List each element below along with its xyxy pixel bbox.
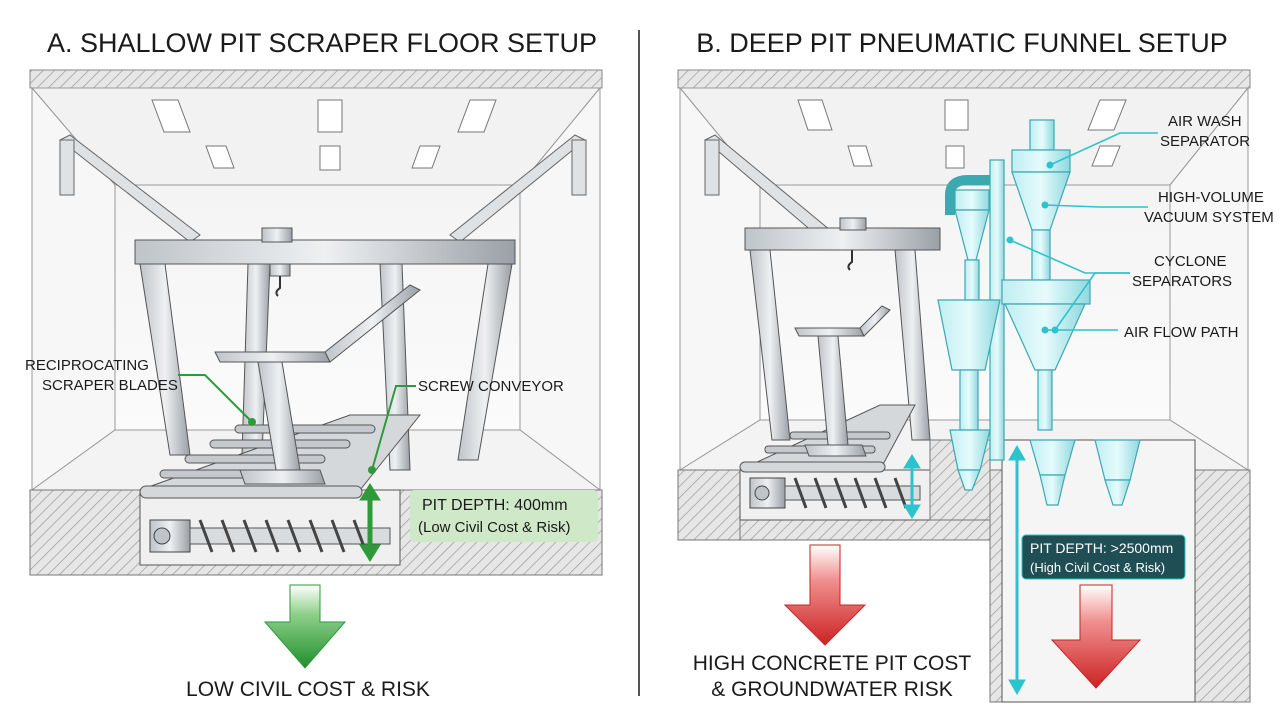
gantry-frame-b <box>744 217 941 441</box>
ceiling-lights-a <box>151 99 497 171</box>
panel-b-bottom-text-1: HIGH CONCRETE PIT COST <box>693 652 972 675</box>
panel-b-bottom-text-2: & GROUNDWATER RISK <box>711 678 953 701</box>
pit-depth-a: PIT DEPTH: 400mm <box>422 497 568 514</box>
leader-screw <box>371 385 416 471</box>
label-high-volume: HIGH-VOLUME <box>1158 189 1264 206</box>
low-cost-arrow <box>263 584 347 669</box>
label-cyclone: CYCLONE <box>1154 253 1227 270</box>
high-cost-arrow-left <box>783 544 867 646</box>
label-separators: SEPARATORS <box>1132 273 1232 290</box>
label-air-wash: AIR WASH <box>1168 113 1242 130</box>
panel-a-title: A. SHALLOW PIT SCRAPER FLOOR SETUP <box>47 28 597 58</box>
panel-a-bottom-text: LOW CIVIL COST & RISK <box>186 678 430 701</box>
screw-conveyor-a <box>149 519 391 553</box>
pit-depth-b: PIT DEPTH: >2500mm <box>1030 540 1173 556</box>
ceiling-b <box>677 69 1251 89</box>
label-scraper-blades: SCRAPER BLADES <box>42 377 178 394</box>
pit-note-a: (Low Civil Cost & Risk) <box>418 519 571 536</box>
pit-depth-arrow-a <box>359 483 381 562</box>
callouts-b <box>1009 132 1158 331</box>
deep-pit-wall-right <box>1194 469 1251 703</box>
gantry-rails-a <box>59 134 587 243</box>
leader-blades <box>178 374 253 423</box>
pit-depth-label-box-a <box>410 490 598 542</box>
label-reciprocating: RECIPROCATING <box>25 357 149 374</box>
high-cost-arrow-right <box>1050 584 1142 689</box>
deep-depth-arrow-b <box>1008 444 1026 696</box>
screw-conveyor-b <box>749 477 921 509</box>
label-screw-conveyor: SCREW CONVEYOR <box>418 378 564 395</box>
floor-left-b <box>677 469 741 541</box>
hook-a <box>275 276 281 297</box>
vacuum-system-b <box>937 119 1141 506</box>
shallow-depth-arrow-b <box>903 454 921 519</box>
floor-shallow-b <box>739 519 991 541</box>
leader-dot-blades <box>248 418 256 426</box>
pit-depth-label-box-b <box>1021 534 1186 580</box>
i-beam-a <box>214 284 421 485</box>
panel-b: B. DEEP PIT PNEUMATIC FUNNEL SETUP <box>677 28 1274 703</box>
ceiling-lights-b <box>797 99 1127 169</box>
panel-a: A. SHALLOW PIT SCRAPER FLOOR SETUP <box>25 28 603 701</box>
callout-dots-b <box>1006 161 1059 334</box>
label-vacuum-system: VACUUM SYSTEM <box>1144 209 1274 226</box>
hook-b <box>847 250 853 271</box>
ceiling-a <box>29 69 603 89</box>
i-beam-b <box>794 305 891 457</box>
label-separator: SEPARATOR <box>1160 133 1250 150</box>
panel-b-title: B. DEEP PIT PNEUMATIC FUNNEL SETUP <box>696 28 1228 58</box>
label-air-flow-path: AIR FLOW PATH <box>1124 324 1238 341</box>
pit-note-b: (High Civil Cost & Risk) <box>1030 560 1165 575</box>
leader-dot-screw <box>368 466 376 474</box>
deep-pit-wall-left <box>989 469 1003 703</box>
